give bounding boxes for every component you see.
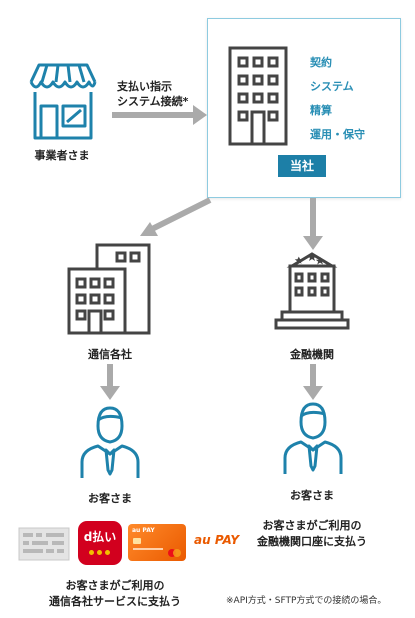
arrow-to-carrier bbox=[140, 197, 212, 236]
d-barai-dot bbox=[89, 550, 94, 555]
arrow-to-customer-left bbox=[107, 364, 113, 386]
arrow-head-down-bank bbox=[303, 236, 323, 250]
carrier-buildings-icon bbox=[67, 243, 151, 335]
arrow-to-company bbox=[112, 112, 194, 118]
d-barai-dot bbox=[105, 550, 110, 555]
company-item-contract: 契約 bbox=[310, 56, 332, 69]
softbank-carrier-logo bbox=[18, 527, 70, 561]
arrow-to-customer-right bbox=[310, 364, 316, 386]
aupay-card-logo: au PAY bbox=[128, 524, 186, 561]
arrow-label-line2: システム接続* bbox=[117, 95, 189, 108]
aupay-card-brand bbox=[168, 549, 176, 557]
d-barai-logo: d払い bbox=[78, 521, 122, 565]
bank-label: 金融機関 bbox=[290, 348, 334, 361]
right-caption-line2: 金融機関口座に支払う bbox=[257, 535, 367, 548]
arrow-head-down-left bbox=[100, 386, 120, 400]
aupay-card-chip bbox=[133, 538, 141, 544]
arrow-head-right bbox=[193, 105, 207, 125]
store-icon bbox=[29, 63, 97, 140]
arrow-label-line1: 支払い指示 bbox=[117, 80, 172, 93]
customer-left-label: お客さま bbox=[88, 492, 132, 505]
aupay-card-text: au PAY bbox=[132, 527, 155, 534]
d-barai-text: d払い bbox=[83, 530, 117, 544]
aupay-logo: au PAY bbox=[194, 533, 240, 547]
carrier-label: 通信各社 bbox=[88, 348, 132, 361]
company-item-system: システム bbox=[310, 80, 354, 93]
company-item-settlement: 精算 bbox=[310, 104, 332, 117]
arrow-to-bank bbox=[310, 198, 316, 236]
customer-right-icon bbox=[283, 402, 343, 474]
aupay-card-brand bbox=[173, 549, 181, 557]
aupay-card-number bbox=[133, 548, 163, 550]
left-caption-line1: お客さまがご利用の bbox=[65, 579, 165, 592]
company-item-operation: 運用・保守 bbox=[310, 128, 365, 141]
merchant-label: 事業者さま bbox=[34, 149, 90, 162]
company-building-icon bbox=[228, 46, 288, 146]
arrow-head-down-right bbox=[303, 386, 323, 400]
right-caption-line1: お客さまがご利用の bbox=[262, 519, 362, 532]
d-barai-dot bbox=[97, 550, 102, 555]
left-caption-line2: 通信各社サービスに支払う bbox=[49, 595, 181, 608]
company-badge: 当社 bbox=[278, 155, 326, 177]
customer-left-icon bbox=[80, 406, 140, 478]
footnote: ※API方式・SFTP方式での接続の場合。 bbox=[226, 596, 387, 606]
bank-icon bbox=[274, 252, 350, 330]
customer-right-label: お客さま bbox=[290, 489, 334, 502]
